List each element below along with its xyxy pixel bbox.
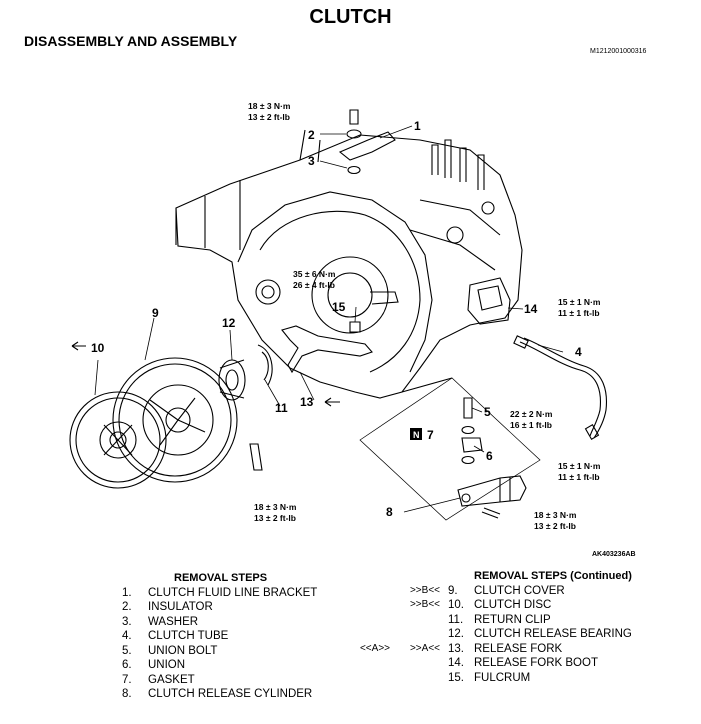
torque-top-ftlb: 13 ± 2 ft-lb	[248, 112, 290, 122]
n-mark-box	[410, 428, 422, 440]
callout-8: 8	[386, 505, 393, 519]
torque-5-nm: 22 ± 2 N·m	[510, 409, 553, 419]
callout-13: 13	[300, 395, 314, 409]
torque-8-nm: 18 ± 3 N·m	[534, 510, 577, 520]
torque-top-nm: 18 ± 3 N·m	[248, 101, 291, 111]
callout-11: 11	[275, 401, 288, 415]
callout-1: 1	[414, 119, 421, 133]
callout-5: 5	[484, 405, 491, 419]
section-title: DISASSEMBLY AND ASSEMBLY	[24, 33, 238, 49]
step-mark: >>B<<	[409, 584, 440, 596]
callout-9: 9	[152, 306, 159, 320]
torque-4-nm: 15 ± 1 N·m	[558, 461, 601, 471]
page-title: CLUTCH	[309, 6, 392, 28]
torque-14-ftlb: 11 ± 1 ft-lb	[558, 308, 600, 318]
torque-low-ftlb: 13 ± 2 ft-lb	[254, 513, 296, 523]
callout-7: 7	[427, 428, 434, 442]
callout-4: 4	[575, 345, 582, 359]
document-id: M1212001000316	[590, 48, 647, 55]
torque-low-nm: 18 ± 3 N·m	[254, 502, 297, 512]
callout-14: 14	[524, 302, 538, 316]
callout-10: 10	[91, 341, 105, 355]
torque-14-nm: 15 ± 1 N·m	[558, 297, 601, 307]
step-mark: >>A<<	[409, 642, 440, 654]
step-mark-2: <<A>>	[359, 642, 390, 654]
torque-8-ftlb: 13 ± 2 ft-lb	[534, 521, 576, 531]
transaxle-drawing	[69, 109, 607, 521]
step-mark: >>B<<	[409, 599, 440, 610]
callout-6: 6	[486, 449, 493, 463]
figure-id: AK403236AB	[592, 551, 636, 558]
torque-mid-nm: 35 ± 6 N·m	[293, 269, 336, 279]
torque-5-ftlb: 16 ± 1 ft-lb	[510, 420, 552, 430]
torque-mid-ftlb: 26 ± 4 ft-lb	[293, 280, 335, 290]
callout-2: 2	[308, 128, 315, 142]
torque-4-ftlb: 11 ± 1 ft-lb	[558, 472, 600, 482]
n-mark: N	[413, 430, 420, 440]
callout-12: 12	[222, 316, 236, 330]
callout-15: 15	[332, 300, 346, 314]
leader-lines	[94, 125, 564, 513]
callout-3: 3	[308, 154, 315, 168]
